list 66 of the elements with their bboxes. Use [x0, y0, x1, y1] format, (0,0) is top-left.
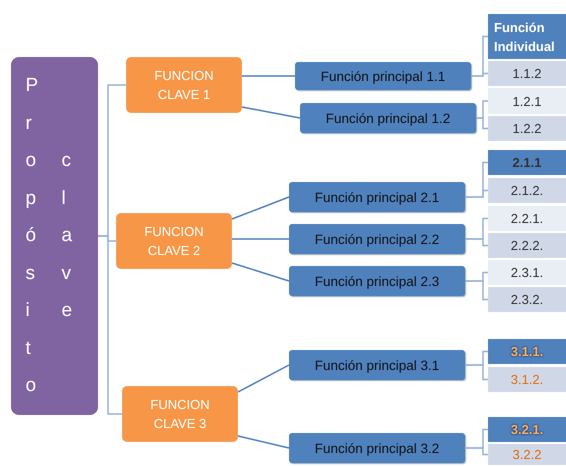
box-label: 2.1.2. — [510, 183, 544, 198]
bracket-connector — [465, 364, 488, 380]
box-label: Función principal 2.2 — [314, 232, 440, 246]
box-label: 1.2.1 — [512, 94, 542, 108]
bracket-connector — [465, 280, 488, 300]
main-function-box — [300, 103, 476, 133]
box-label: FUNCION CLAVE 1 — [153, 67, 215, 104]
table-cell — [488, 150, 566, 175]
bracket-connector — [465, 238, 488, 246]
box-label: 3.2.1. — [510, 422, 544, 437]
table-cell — [488, 444, 566, 465]
table-cell — [488, 233, 566, 258]
box-label: 3.1.1. — [510, 344, 544, 359]
box-label: Función principal 1.1 — [320, 68, 446, 84]
box-label: 2.2.2. — [510, 238, 544, 253]
purpose-box — [11, 57, 98, 415]
bracket-connector — [465, 190, 488, 198]
bracket-connector — [98, 235, 122, 415]
connector-line — [232, 238, 289, 240]
connector-line — [232, 262, 290, 282]
main-function-box — [289, 433, 465, 463]
table-cell — [488, 206, 566, 231]
box-label: 1.2.2 — [512, 121, 542, 136]
connector-line — [232, 196, 290, 220]
vertical-label: clave — [62, 149, 84, 324]
table-cell — [488, 417, 566, 442]
table-cell — [488, 287, 566, 312]
box-label: Función principal 3.2 — [314, 440, 440, 456]
key-function-box — [126, 57, 242, 113]
box-label: Función principal 3.1 — [314, 358, 440, 372]
connector-line — [242, 75, 295, 77]
header-cell — [488, 14, 566, 59]
box-label: FUNCION CLAVE 2 — [143, 223, 205, 260]
box-label: 1.1.2 — [512, 66, 542, 81]
table-cell — [488, 116, 566, 141]
box-label: FUNCION CLAVE 3 — [149, 396, 211, 433]
box-label: Función principal 2.1 — [314, 190, 440, 204]
connector-line — [242, 106, 300, 119]
box-label: 2.1.1 — [512, 155, 542, 170]
main-function-box — [289, 182, 465, 212]
connector-line — [238, 435, 290, 449]
table-cell — [488, 367, 566, 392]
vertical-label: Propósito — [26, 74, 48, 398]
box-label: 2.3.1. — [510, 265, 544, 280]
table-cell — [488, 178, 566, 203]
bracket-connector — [476, 117, 488, 130]
table-cell — [488, 260, 566, 285]
connector-line — [238, 364, 290, 393]
main-function-box — [289, 266, 465, 296]
key-function-box — [116, 213, 232, 269]
box-label: Función principal 1.2 — [326, 110, 450, 126]
main-function-box — [289, 224, 465, 254]
main-function-box — [289, 350, 465, 380]
box-label: Función principal 2.3 — [314, 274, 440, 288]
table-cell — [488, 339, 566, 364]
box-label: 2.2.1. — [510, 211, 544, 226]
box-label: Función Individual — [494, 18, 556, 56]
table-cell — [488, 88, 566, 114]
box-label: 2.3.2. — [510, 292, 544, 307]
bracket-connector — [471, 72, 488, 77]
key-function-box — [122, 386, 238, 442]
box-label: 3.2.2 — [512, 447, 542, 462]
main-function-box — [295, 62, 471, 90]
bracket-connector — [465, 447, 488, 456]
table-cell — [488, 61, 566, 86]
box-label: 3.1.2. — [510, 372, 544, 387]
